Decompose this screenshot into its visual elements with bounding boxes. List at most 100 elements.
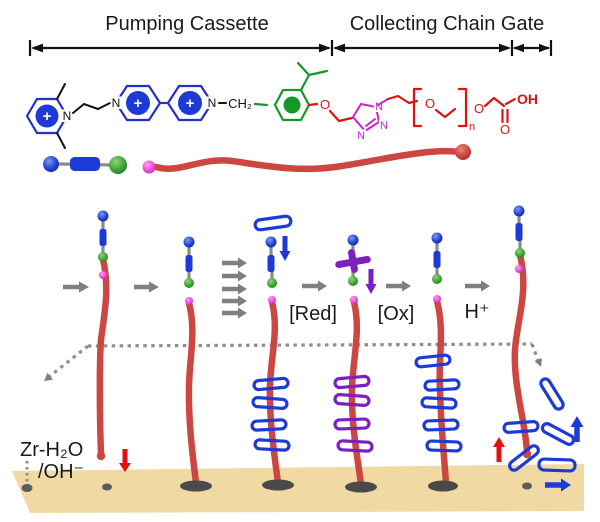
triazole-bead — [142, 160, 156, 174]
charge-dot — [126, 91, 150, 115]
pumping-cassette-label: Pumping Cassette — [105, 13, 268, 35]
proton-condition-label: H⁺ — [465, 301, 490, 323]
speed-bump-bead — [348, 276, 358, 286]
threaded-ring — [251, 396, 289, 410]
nitrogen-label: N — [357, 130, 365, 142]
threaded-ring-reduced — [336, 439, 374, 453]
speed-bump-bead — [515, 248, 525, 258]
zr-surface — [12, 464, 584, 513]
stage-arrow-1 — [63, 281, 89, 293]
nitrogen-label: N — [112, 96, 121, 110]
plus-charge: + — [43, 108, 52, 125]
chain-6-released — [493, 205, 584, 492]
threaded-ring — [420, 396, 458, 410]
viologen-ring-2: + N — [166, 84, 218, 122]
threaded-ring-reduced — [333, 393, 371, 407]
chain-tip — [96, 451, 106, 461]
nitrogen-label: N — [63, 109, 72, 123]
stopper-bead — [183, 236, 195, 248]
ethylene-bridge — [72, 102, 111, 114]
ring-release-up-arrow — [570, 416, 584, 442]
stage-arrow-2 — [134, 281, 159, 293]
threaded-ring — [425, 439, 463, 453]
escaped-ring — [539, 377, 565, 411]
triazole-bead — [99, 271, 107, 279]
zr-label-line2: /OH⁻ — [38, 461, 84, 483]
binding-site-bump — [522, 482, 532, 490]
chemical-structure: + N + N + N CH₂ — [25, 61, 540, 149]
threaded-ring-reduced — [333, 417, 371, 431]
charge-dot — [178, 91, 202, 115]
ring-entry-arrow — [279, 236, 291, 261]
chain-2-anchored — [183, 236, 200, 487]
attach-down-arrow — [119, 449, 131, 472]
chain-3-pumping — [250, 214, 293, 487]
chain-5-oxidized — [414, 232, 463, 488]
threaded-ring — [414, 353, 452, 369]
acid-end-bead — [455, 144, 471, 160]
repeat-subscript: n — [469, 121, 475, 133]
dotted-arrowhead-right — [534, 358, 542, 367]
reduced-ring-cross — [335, 249, 371, 273]
escaped-ring — [537, 457, 577, 473]
triazole-bead — [185, 297, 193, 305]
viologen-rod — [185, 255, 193, 272]
oxygen-label: O — [474, 101, 484, 116]
zr-label-line1: Zr-H₂O — [20, 439, 83, 461]
oxygen-label: O — [500, 122, 510, 137]
viologen-rod — [433, 251, 441, 268]
stage-arrow-red — [302, 280, 327, 292]
peg-chain-cartoon — [152, 147, 463, 173]
assembly-scene: [Red] [Ox] H⁺ — [12, 205, 584, 513]
speed-bump-bead — [432, 274, 442, 284]
pyridinium-ring: + N — [25, 83, 73, 149]
anchor-disc — [180, 480, 212, 492]
nitrogen-label: N — [208, 96, 217, 110]
threaded-ring — [253, 438, 291, 452]
pyridinium-bead — [43, 156, 59, 172]
dotted-arrowhead-left — [44, 372, 53, 381]
binding-site-bump — [102, 483, 112, 491]
ch2-label: CH₂ — [228, 96, 252, 111]
speed-bump-bead — [184, 278, 194, 288]
anchor-disc — [345, 481, 377, 493]
triazole-bead — [433, 295, 441, 303]
dimension-arrows — [28, 40, 553, 56]
threaded-ring — [250, 418, 288, 432]
red-condition-label: [Red] — [289, 303, 337, 325]
triazole-bead — [515, 265, 523, 273]
plus-charge: + — [186, 95, 195, 112]
ring-release-right-arrow — [545, 478, 571, 492]
nitrogen-label: N — [380, 120, 388, 132]
oxygen-label: O — [425, 96, 435, 111]
triazole-bead — [268, 296, 276, 304]
viologen-rod — [99, 229, 107, 246]
viologen-rod — [70, 157, 100, 171]
speed-bump-bead — [98, 252, 108, 262]
anchor-disc — [428, 480, 458, 492]
chain-1-approaching — [96, 210, 131, 472]
stage-arrow-proton — [465, 280, 490, 292]
triazole-bead — [350, 296, 358, 304]
binding-site-bump — [21, 484, 33, 492]
speed-bump-bead — [267, 278, 277, 288]
threaded-ring — [252, 376, 290, 392]
threaded-ring — [422, 418, 460, 432]
header: Pumping Cassette Collecting Chain Gate — [28, 13, 553, 56]
bracket-right — [457, 87, 468, 128]
stopper-bead — [513, 205, 525, 217]
oxygen-label: O — [320, 97, 330, 112]
zr-surface-label: Zr-H₂O /OH⁻ — [20, 439, 84, 483]
peg-chain: O n O O OH — [377, 87, 540, 139]
detach-up-arrow — [493, 437, 505, 462]
isopropyl-group — [296, 61, 311, 92]
triazole-ring: N N N — [352, 99, 390, 144]
multi-arrow-stack — [222, 257, 247, 319]
escaped-ring — [540, 422, 576, 446]
threaded-ring-reduced — [333, 374, 371, 390]
viologen-ring-1: + N — [110, 84, 162, 122]
slide-down-arrow — [365, 269, 377, 294]
cartoon-molecule — [43, 144, 471, 174]
slipping-ring — [508, 444, 540, 472]
